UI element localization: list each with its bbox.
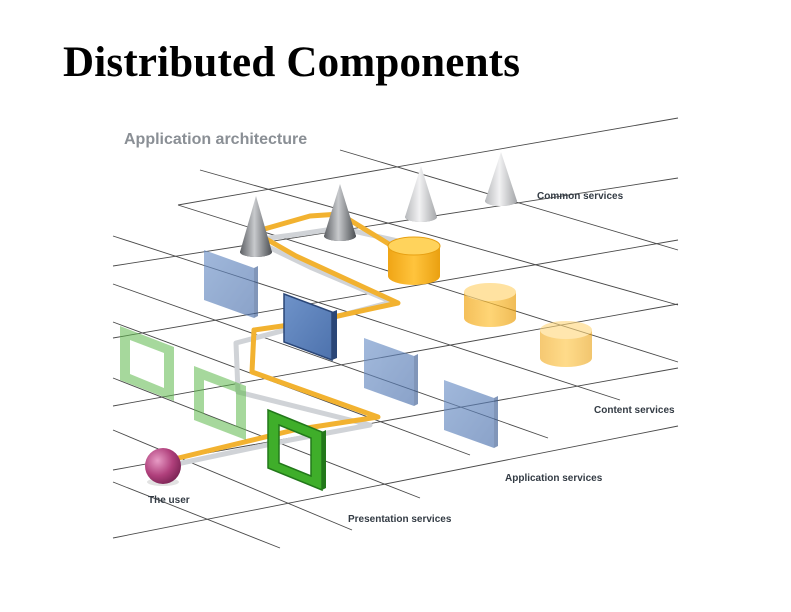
label-application-services: Application services: [505, 473, 603, 484]
presentation-frame: [194, 366, 246, 440]
database-icon: [387, 236, 441, 285]
cone-icon: [485, 152, 517, 206]
label-the-user: The user: [148, 495, 190, 506]
cone-icon: [405, 166, 437, 222]
presentation-frame: [120, 326, 174, 401]
database-icon: [464, 283, 516, 327]
user-icon: [145, 448, 181, 486]
slide-title: Distributed Components: [63, 39, 521, 86]
diagram-title: Application architecture: [124, 131, 307, 148]
application-panel: [444, 380, 498, 448]
label-common-services: Common services: [537, 191, 624, 202]
database-icon: [540, 321, 592, 367]
grid-lines-diagonal: [112, 149, 679, 549]
cone-icon: [324, 184, 356, 241]
label-presentation-services: Presentation services: [348, 514, 452, 525]
application-panel: [283, 292, 337, 362]
application-panel: [364, 338, 418, 406]
cone-icon: [240, 196, 272, 257]
yellow-request-path: [155, 211, 401, 466]
presentation-frame: [267, 408, 326, 492]
application-panel: [204, 250, 258, 318]
label-content-services: Content services: [594, 405, 675, 416]
